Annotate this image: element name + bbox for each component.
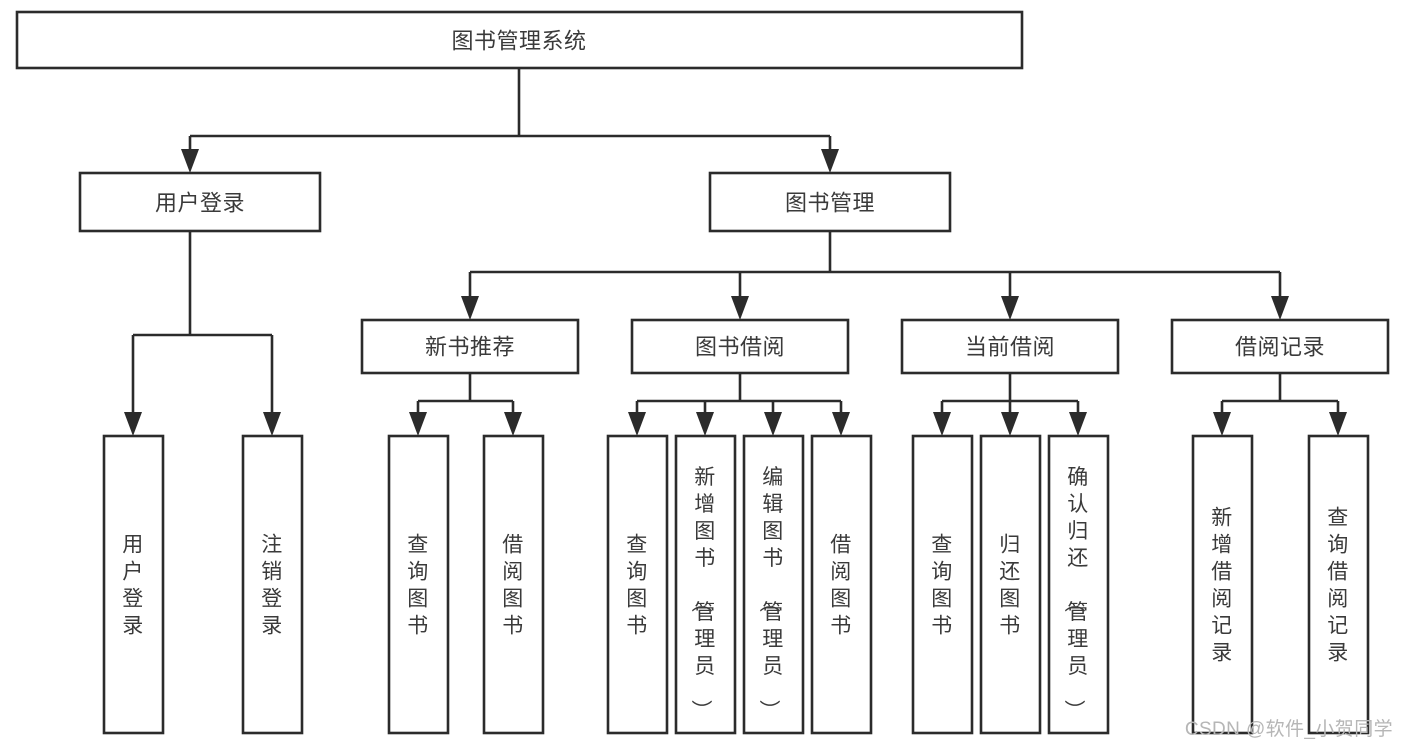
node-leaf-add-book-label: 新增图书（管理员） (689, 466, 716, 722)
node-leaf-add-record-box[interactable] (1191, 434, 1254, 735)
connector-group-book-admin (461, 231, 1289, 320)
node-leaf-return-book-label: 归还图书 (999, 533, 1021, 637)
node-new-book-rec-label: 新书推荐 (425, 335, 515, 360)
arrow-head-book-borrow (731, 296, 749, 320)
node-leaf-edit-book[interactable]: 编辑图书（管理员） (742, 434, 805, 735)
arrow-head-leaf-return-book (1001, 412, 1019, 436)
arrow-head-leaf-confirm-return (1069, 412, 1087, 436)
node-leaf-query-book-3[interactable]: 查询图书 (911, 434, 974, 735)
node-leaf-query-book-2-label: 查询图书 (626, 533, 648, 637)
node-borrow-record-box[interactable] (1170, 318, 1390, 375)
node-leaf-return-book-box[interactable] (979, 434, 1042, 735)
arrow-head-book-admin (821, 149, 839, 173)
node-leaf-confirm-return-box[interactable] (1047, 434, 1110, 735)
arrow-head-leaf-add-book (696, 412, 714, 436)
node-user-login-label: 用户登录 (155, 191, 245, 216)
node-leaf-borrow-book-1[interactable]: 借阅图书 (482, 434, 545, 735)
node-leaf-query-record-label: 查询借阅记录 (1327, 506, 1349, 664)
arrow-head-current-borrow (1001, 296, 1019, 320)
node-leaf-logout-login-box[interactable] (241, 434, 304, 735)
connector-group-new-book-rec (409, 373, 522, 436)
arrow-head-leaf-logout-login (263, 412, 281, 436)
node-leaf-add-record[interactable]: 新增借阅记录 (1191, 434, 1254, 735)
node-book-admin[interactable]: 图书管理 (708, 171, 952, 233)
connector-group-borrow-record (1213, 373, 1347, 436)
node-leaf-return-book[interactable]: 归还图书 (979, 434, 1042, 735)
node-leaf-borrow-book-2-label: 借阅图书 (830, 533, 852, 637)
node-new-book-rec-box[interactable] (360, 318, 580, 375)
node-leaf-query-book-1-box[interactable] (387, 434, 450, 735)
connector-group-book-borrow (628, 373, 850, 436)
node-leaf-edit-book-label: 编辑图书（管理员） (757, 466, 784, 722)
arrow-head-leaf-query-book-1 (409, 412, 427, 436)
node-leaf-logout-login[interactable]: 注销登录 (241, 434, 304, 735)
node-new-book-rec[interactable]: 新书推荐 (360, 318, 580, 375)
connector-group-user-login (124, 231, 281, 436)
node-borrow-record[interactable]: 借阅记录 (1170, 318, 1390, 375)
node-leaf-logout-login-label: 注销登录 (261, 533, 283, 637)
node-current-borrow-label: 当前借阅 (965, 335, 1055, 360)
node-root-box[interactable] (15, 10, 1024, 70)
arrow-head-leaf-add-record (1213, 412, 1231, 436)
node-root-label: 图书管理系统 (451, 29, 586, 54)
node-book-admin-box[interactable] (708, 171, 952, 233)
node-leaf-query-book-2-box[interactable] (606, 434, 669, 735)
arrow-head-leaf-user-login (124, 412, 142, 436)
node-leaf-borrow-book-1-label: 借阅图书 (502, 533, 524, 637)
arrow-head-leaf-query-book-2 (628, 412, 646, 436)
node-leaf-confirm-return-label: 确认归还（管理员） (1062, 466, 1089, 722)
arrow-head-new-book-rec (461, 296, 479, 320)
node-book-borrow-box[interactable] (630, 318, 850, 375)
node-book-borrow-label: 图书借阅 (695, 335, 785, 360)
node-leaf-add-book-box[interactable] (674, 434, 737, 735)
arrow-head-leaf-query-record (1329, 412, 1347, 436)
node-leaf-borrow-book-2-box[interactable] (810, 434, 873, 735)
arrow-head-leaf-borrow-book-2 (832, 412, 850, 436)
node-leaf-edit-book-box[interactable] (742, 434, 805, 735)
node-root[interactable]: 图书管理系统 (15, 10, 1024, 70)
node-user-login-box[interactable] (78, 171, 322, 233)
node-user-login[interactable]: 用户登录 (78, 171, 322, 233)
node-current-borrow[interactable]: 当前借阅 (900, 318, 1120, 375)
arrow-head-user-login (181, 149, 199, 173)
node-leaf-query-record[interactable]: 查询借阅记录 (1307, 434, 1370, 735)
node-leaf-query-book-2[interactable]: 查询图书 (606, 434, 669, 735)
node-leaf-user-login-label: 用户登录 (122, 533, 144, 637)
connector-group-current-borrow (933, 373, 1087, 436)
node-leaf-add-book[interactable]: 新增图书（管理员） (674, 434, 737, 735)
connector-group-root (181, 68, 839, 173)
node-borrow-record-label: 借阅记录 (1235, 335, 1325, 360)
node-current-borrow-box[interactable] (900, 318, 1120, 375)
node-leaf-borrow-book-1-box[interactable] (482, 434, 545, 735)
arrow-head-leaf-borrow-book-1 (504, 412, 522, 436)
node-leaf-user-login-box[interactable] (102, 434, 165, 735)
node-leaf-query-book-3-box[interactable] (911, 434, 974, 735)
node-leaf-user-login[interactable]: 用户登录 (102, 434, 165, 735)
node-book-borrow[interactable]: 图书借阅 (630, 318, 850, 375)
arrow-head-borrow-record (1271, 296, 1289, 320)
node-leaf-query-book-1-label: 查询图书 (407, 533, 429, 637)
node-leaf-query-record-box[interactable] (1307, 434, 1370, 735)
node-book-admin-label: 图书管理 (785, 191, 875, 216)
node-leaf-query-book-1[interactable]: 查询图书 (387, 434, 450, 735)
node-leaf-add-record-label: 新增借阅记录 (1211, 506, 1233, 664)
node-leaf-borrow-book-2[interactable]: 借阅图书 (810, 434, 873, 735)
node-leaf-confirm-return[interactable]: 确认归还（管理员） (1047, 434, 1110, 735)
node-leaf-query-book-3-label: 查询图书 (931, 533, 953, 637)
arrow-head-leaf-query-book-3 (933, 412, 951, 436)
arrow-head-leaf-edit-book (764, 412, 782, 436)
